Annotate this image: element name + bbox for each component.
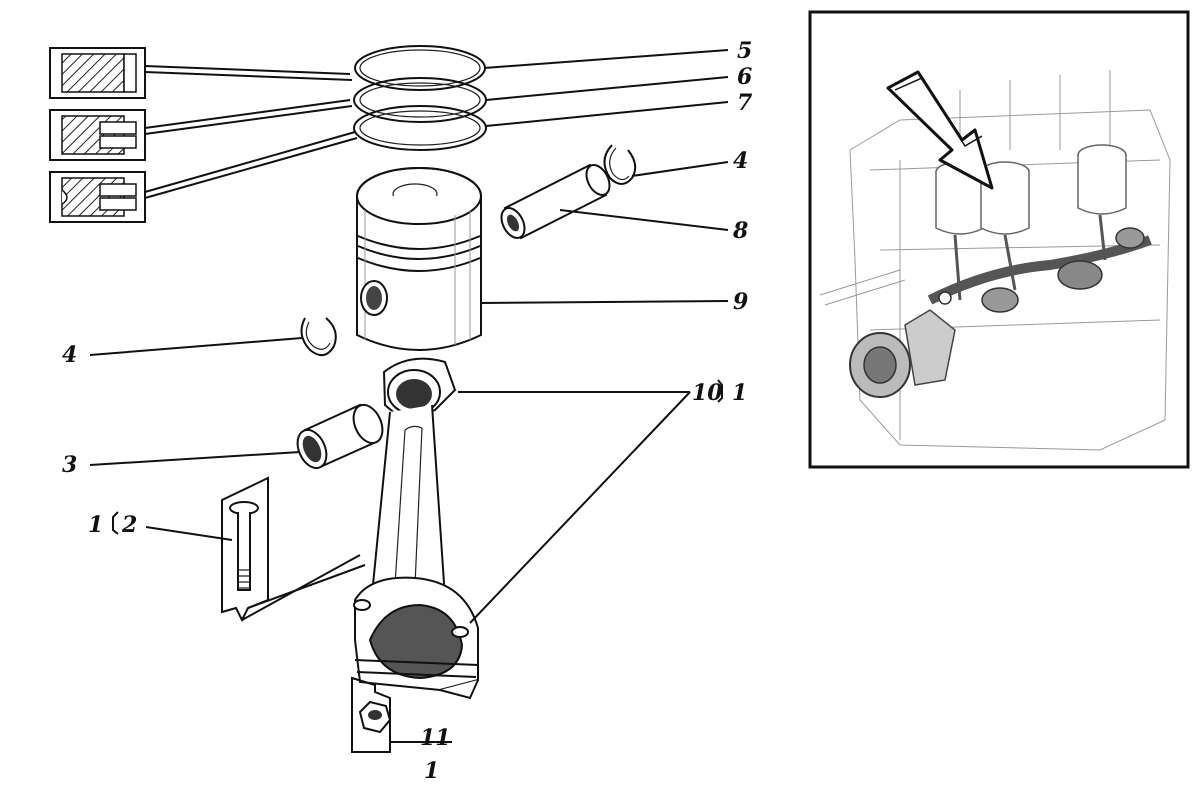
callout-bolt-group: 1 <box>88 512 103 538</box>
piston-ring-7 <box>353 105 487 151</box>
callout-retaining-ring-right: 4 <box>733 148 748 174</box>
engine-sketch-icon <box>819 70 1171 451</box>
callout-piston: 9 <box>733 289 748 315</box>
piston <box>356 167 482 351</box>
ring-section-leaders <box>144 65 358 199</box>
callout-retaining-ring-left: 4 <box>62 342 77 368</box>
retaining-ring-right <box>603 144 637 185</box>
callout-leaders <box>89 49 729 743</box>
callout-connecting-rod-qty: 1 <box>732 380 747 406</box>
callout-ring-7: 7 <box>737 90 753 116</box>
engine-inset-panel <box>808 10 1190 469</box>
connecting-rod-nut <box>358 700 392 734</box>
callout-nut-qty: 1 <box>424 758 439 784</box>
indicator-arrow-icon <box>886 70 994 190</box>
callout-connecting-rod: 10 <box>692 380 723 406</box>
piston-ring-6 <box>353 77 487 123</box>
nut-group <box>351 676 391 753</box>
callout-bolt: 2 <box>121 512 137 538</box>
callout-nut: 11 <box>420 725 451 751</box>
callout-ring-5: 5 <box>737 38 752 64</box>
bolt-group <box>221 476 366 623</box>
ring-section-middle-icon <box>49 109 146 161</box>
callout-ring-6: 6 <box>737 64 752 90</box>
ring-section-bottom-icon <box>49 171 146 223</box>
connecting-rod-bolt <box>229 501 259 591</box>
retaining-ring-left <box>300 317 337 357</box>
callout-piston-pin: 8 <box>732 218 748 244</box>
callout-bushing: 3 <box>62 452 77 478</box>
bushing <box>296 403 384 470</box>
piston-pin <box>500 163 611 240</box>
connecting-rod <box>353 357 479 700</box>
ring-section-top-icon <box>49 47 146 99</box>
